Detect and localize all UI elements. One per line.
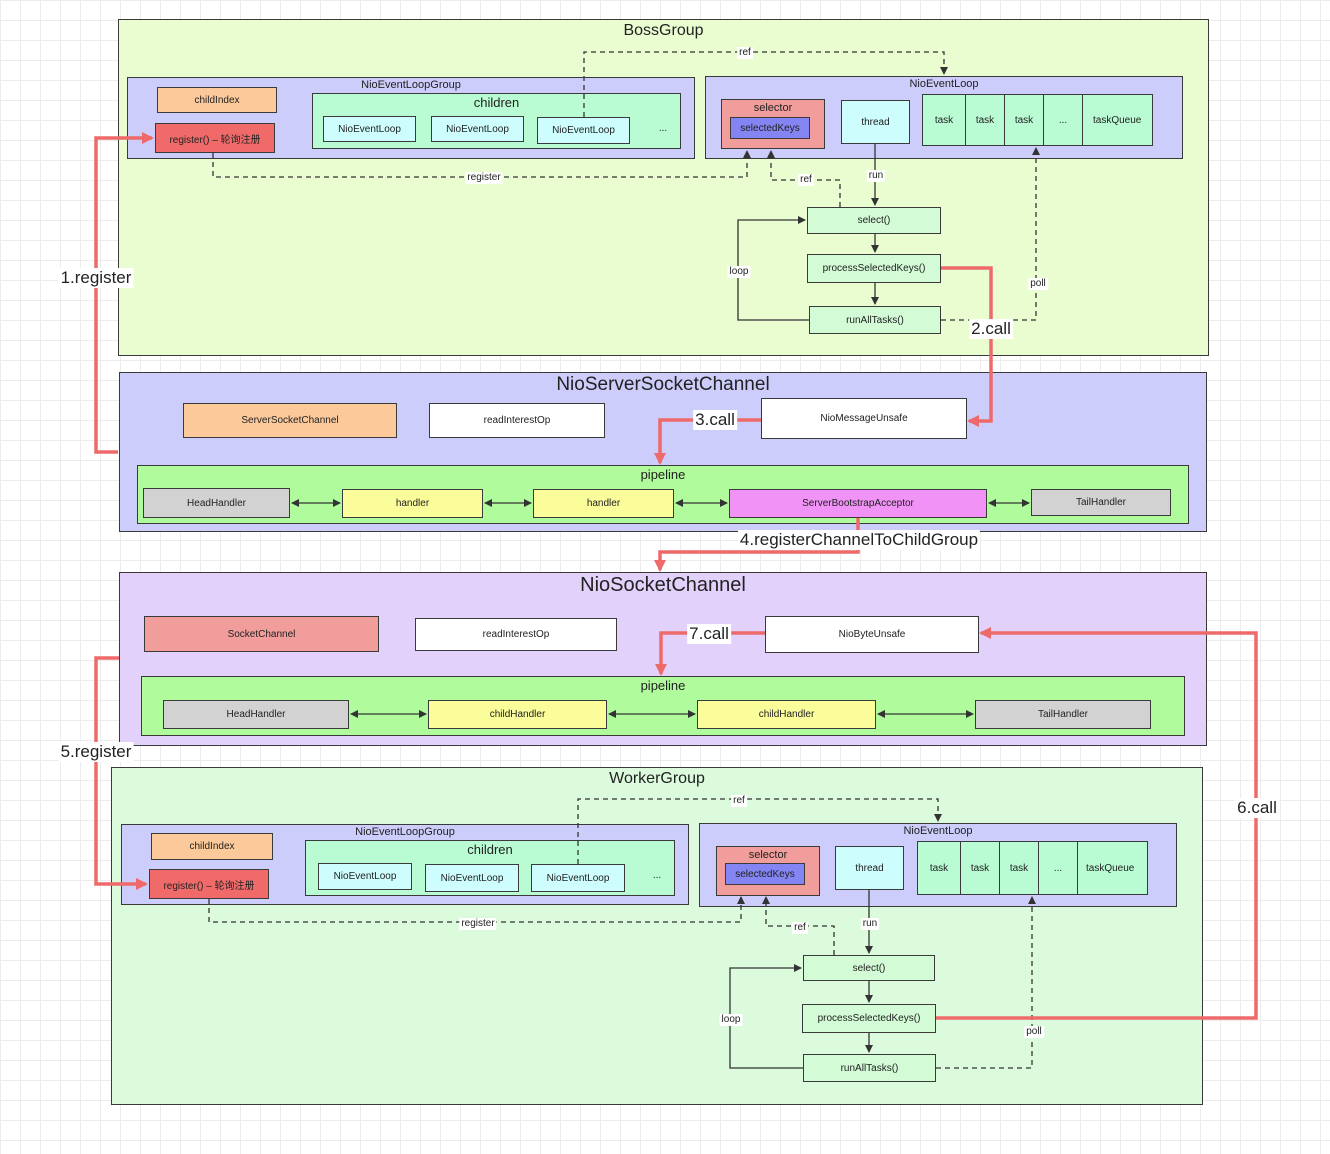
boss-selector-ref-link: [767, 150, 841, 207]
worker-task-1: task: [918, 842, 961, 894]
boss-run-all-tasks: runAllTasks(): [809, 306, 941, 334]
worker-selected-keys: selectedKeys: [725, 863, 805, 885]
boss-child-index: childIndex: [157, 87, 277, 113]
worker-task-2: task: [961, 842, 1000, 894]
worker-task-cells: task task task ...: [918, 842, 1078, 894]
worker-select: select(): [803, 955, 935, 981]
socket-child-handler-2: childHandler: [697, 700, 876, 729]
nio-message-unsafe: NioMessageUnsafe: [761, 398, 967, 439]
boss-register-label: register: [465, 172, 503, 184]
worker-group-title: WorkerGroup: [609, 770, 705, 787]
boss-selector-label: selector: [753, 102, 793, 114]
boss-loop-label: loop: [727, 266, 751, 278]
worker-run-label: run: [860, 918, 880, 930]
socket-tail-handler: TailHandler: [975, 700, 1151, 729]
boss-child-loop-3: NioEventLoop: [537, 117, 630, 144]
server-handler-1: handler: [342, 489, 483, 518]
boss-task-queue-label: taskQueue: [1093, 114, 1142, 126]
step-5-label: 5.register: [58, 742, 134, 762]
boss-ref-link: [583, 51, 948, 117]
boss-selector-ref-label: ref: [798, 174, 814, 186]
worker-children-title: children: [467, 842, 513, 857]
step-6-label: 6.call: [1235, 798, 1279, 818]
boss-selected-keys: selectedKeys: [730, 117, 810, 139]
worker-children-more: ...: [652, 869, 662, 881]
worker-register-method: register() – 轮询注册: [149, 869, 269, 899]
worker-child-loop-3: NioEventLoop: [531, 864, 625, 892]
step-7-label: 7.call: [687, 624, 731, 644]
server-head-handler: HeadHandler: [143, 488, 290, 518]
step-4-label: 4.registerChannelToChildGroup: [737, 530, 981, 550]
boss-ref-label: ref: [737, 47, 753, 59]
flow-6-call: [936, 627, 1258, 1020]
flow-2-call: [941, 266, 993, 427]
worker-loop-label: loop: [719, 1014, 743, 1026]
server-tail-handler: TailHandler: [1031, 489, 1171, 516]
boss-task-queue: task task task ... taskQueue: [922, 94, 1153, 146]
worker-thread: thread: [835, 846, 904, 890]
boss-task-1: task: [923, 95, 966, 145]
worker-poll-link: [936, 896, 1036, 1069]
server-read-interest-op: readInterestOp: [429, 403, 605, 438]
socket-head-handler: HeadHandler: [163, 700, 349, 729]
boss-child-loop-2: NioEventLoop: [431, 116, 524, 142]
boss-group: BossGroup: [118, 19, 1209, 356]
boss-run-label: run: [866, 170, 886, 182]
step-2-label: 2.call: [969, 319, 1013, 339]
worker-selector-ref-label: ref: [792, 922, 808, 934]
server-bootstrap-acceptor: ServerBootstrapAcceptor: [729, 489, 987, 518]
boss-process-selected-keys: processSelectedKeys(): [807, 254, 941, 283]
worker-ref-label: ref: [731, 795, 747, 807]
boss-thread: thread: [841, 100, 910, 144]
worker-task-3: task: [1000, 842, 1039, 894]
worker-process-selected-keys: processSelectedKeys(): [802, 1004, 936, 1033]
step-1-label: 1.register: [58, 268, 134, 288]
boss-task-more: ...: [1044, 95, 1083, 145]
worker-task-more: ...: [1039, 842, 1078, 894]
worker-ref-link: [577, 798, 942, 864]
nio-byte-unsafe: NioByteUnsafe: [765, 616, 979, 653]
worker-task-queue-label: taskQueue: [1086, 862, 1135, 874]
boss-task-3: task: [1005, 95, 1044, 145]
boss-children-more: ...: [658, 122, 668, 134]
boss-task-cells: task task task ...: [923, 95, 1083, 145]
server-handler-2: handler: [533, 489, 674, 518]
server-socket-channel-title: NioServerSocketChannel: [556, 374, 770, 395]
worker-child-loop-2: NioEventLoop: [425, 864, 519, 892]
worker-loop-group-title: NioEventLoopGroup: [355, 826, 455, 838]
socket-channel-title: NioSocketChannel: [580, 574, 746, 596]
boss-loop-group-title: NioEventLoopGroup: [361, 79, 461, 91]
server-pipeline-title: pipeline: [640, 467, 686, 482]
boss-children-title: children: [473, 95, 520, 110]
boss-event-loop-title: NioEventLoop: [909, 78, 979, 90]
boss-task-2: task: [966, 95, 1005, 145]
worker-register-label: register: [459, 918, 497, 930]
boss-group-title: BossGroup: [623, 22, 704, 39]
flow-1-register: [94, 132, 154, 454]
worker-run-all-tasks: runAllTasks(): [803, 1054, 936, 1082]
boss-poll-link: [941, 147, 1040, 321]
worker-selector-label: selector: [748, 849, 788, 861]
socket-child-handler-1: childHandler: [428, 700, 607, 729]
socket-channel-field: SocketChannel: [144, 616, 379, 652]
worker-poll-label: poll: [1024, 1026, 1044, 1038]
boss-register-method: register() – 轮询注册: [155, 123, 275, 153]
worker-event-loop-title: NioEventLoop: [903, 825, 973, 837]
step-3-label: 3.call: [693, 410, 737, 430]
worker-child-loop-1: NioEventLoop: [318, 863, 412, 890]
boss-select: select(): [807, 207, 941, 234]
socket-read-interest-op: readInterestOp: [415, 618, 617, 651]
socket-pipeline-title: pipeline: [640, 678, 686, 693]
worker-task-queue: task task task ... taskQueue: [917, 841, 1148, 895]
flow-5-register: [94, 656, 148, 890]
boss-poll-label: poll: [1028, 278, 1048, 290]
boss-child-loop-1: NioEventLoop: [323, 116, 416, 142]
server-socket-channel-field: ServerSocketChannel: [183, 403, 397, 438]
worker-child-index: childIndex: [151, 833, 273, 860]
